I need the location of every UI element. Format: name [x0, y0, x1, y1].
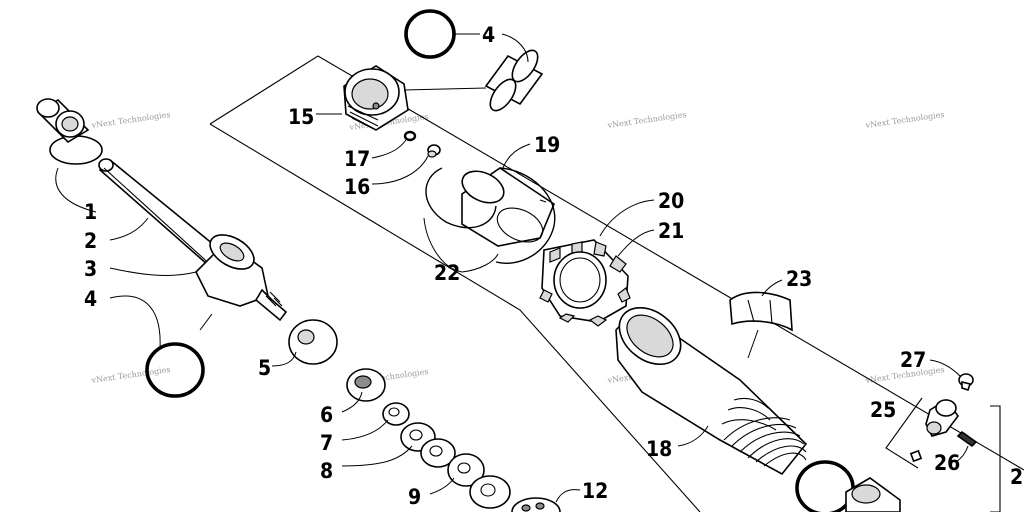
- part-2-bracket-right: [990, 405, 1001, 512]
- part-22-snap-ring: [495, 167, 556, 264]
- callout-23: 23: [786, 267, 812, 291]
- part-16-valve: [427, 144, 441, 158]
- o-ring-lower-right: [795, 460, 855, 512]
- part-15-reservoir-cap: [343, 65, 409, 131]
- part-5-bumper: [288, 319, 338, 365]
- callout-9: 9: [408, 485, 421, 509]
- watermark: vNext Technologies: [90, 365, 171, 385]
- callout-27: 27: [900, 348, 926, 372]
- callout-20: 20: [658, 189, 684, 213]
- watermark: vNext Technologies: [864, 110, 945, 130]
- part-6-washer: [346, 368, 386, 402]
- part-20-21-spanner-nut: [539, 239, 631, 327]
- callout-7: 7: [320, 431, 333, 455]
- part-17-o-ring: [403, 130, 417, 142]
- callout-19: 19: [534, 133, 560, 157]
- part-7-shim: [382, 402, 410, 426]
- part-27-screw: [958, 373, 974, 392]
- part-19-sleeve: [461, 167, 555, 247]
- part-4-band-ring: [484, 49, 544, 112]
- part-3-seal-head: [195, 234, 288, 322]
- callout-12: 12: [582, 479, 608, 503]
- callout-21: 21: [658, 219, 684, 243]
- callout-4-top: 4: [482, 23, 495, 47]
- part-18-shock-body: [615, 306, 808, 476]
- callout-8: 8: [320, 459, 333, 483]
- callout-26: 26: [934, 451, 960, 475]
- callout-6: 6: [320, 403, 333, 427]
- part-1-eye-bushing: [36, 98, 103, 165]
- callout-4-left: 4: [84, 287, 97, 311]
- part-4-o-ring-left: [145, 342, 205, 398]
- part-9-shim: [447, 453, 511, 509]
- callout-3: 3: [84, 257, 97, 281]
- callout-17: 17: [344, 147, 370, 171]
- callout-2: 2: [84, 229, 97, 253]
- callout-15: 15: [288, 105, 314, 129]
- part-2-piston-rod: [98, 158, 232, 274]
- callout-18: 18: [646, 437, 672, 461]
- callout-5: 5: [258, 356, 271, 380]
- part-23-bump-cap: [729, 291, 793, 332]
- lower-end-fitting: [845, 477, 901, 512]
- part-4-o-ring-top: [404, 9, 456, 59]
- callout-labels: 1 2 3 4 5 6 7 8 9 12 15 17 16 4 19 20 21…: [84, 23, 1023, 509]
- part-25-valve-body: [909, 398, 959, 463]
- callout-25: 25: [870, 398, 896, 422]
- part-25-bracket: [885, 397, 923, 469]
- part-26-o-ring: [956, 430, 978, 448]
- watermark: vNext Technologies: [90, 110, 171, 130]
- part-22-snap-ring: [425, 167, 497, 229]
- callout-1: 1: [84, 200, 97, 224]
- callout-2-right: 2: [1010, 465, 1023, 489]
- part-8-shim: [400, 422, 456, 468]
- watermark: vNext Technologies: [606, 110, 687, 130]
- callout-22: 22: [434, 261, 460, 285]
- callout-16: 16: [344, 175, 370, 199]
- assembly-boundary: [209, 55, 1024, 512]
- leader-lines: [55, 33, 969, 503]
- part-12-piston: [511, 497, 561, 512]
